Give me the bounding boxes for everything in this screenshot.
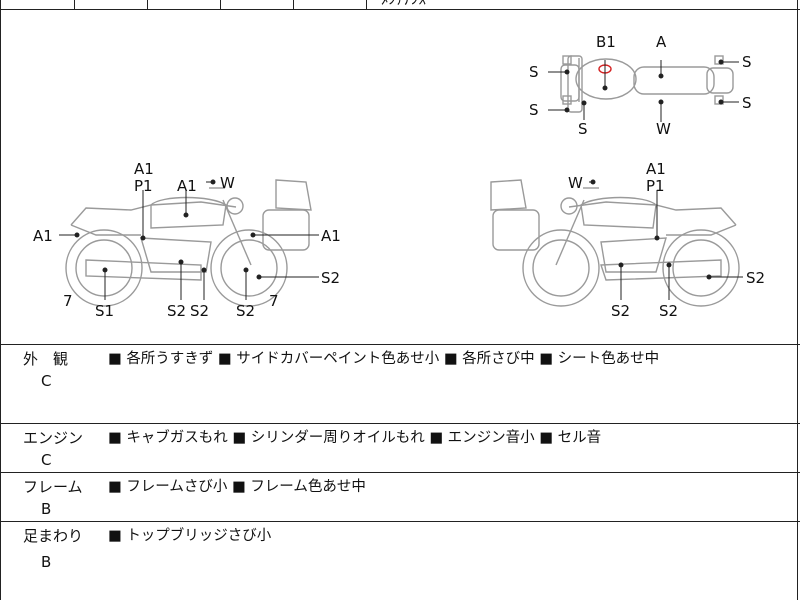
header-cell	[147, 0, 221, 9]
condition-item: シート色あせ中	[557, 351, 660, 367]
condition-item: キャブガスもれ	[126, 430, 228, 446]
motorcycle-left-view	[65, 179, 312, 307]
category-label: フレーム	[23, 478, 83, 496]
label-s2: S2	[236, 302, 255, 320]
condition-item: シリンダー周りオイルもれ	[250, 430, 425, 446]
label-s2: S2	[190, 302, 209, 320]
bullet: ■	[232, 430, 247, 446]
label-a: A	[656, 33, 667, 51]
grade-value: B	[41, 553, 52, 571]
grade-value: C	[41, 372, 52, 390]
label-s: S	[529, 63, 539, 81]
header-partial-text: ﾒﾝﾃﾅﾝｽ	[381, 0, 426, 8]
condition-item: トップブリッジさび小	[126, 528, 272, 544]
category-label: 外 観	[23, 350, 69, 368]
bullet: ■	[539, 351, 553, 367]
condition-item: エンジン音小	[447, 430, 535, 446]
condition-items: ■ フレームさび小 ■ フレーム色あせ中	[108, 477, 366, 497]
bullet: ■	[443, 351, 458, 367]
motorcycle-top-view	[560, 55, 734, 113]
condition-items: ■ 各所うすきず ■ サイドカバーペイント色あせ小 ■ 各所さび中 ■ シート色…	[108, 349, 659, 369]
category-label: 足まわり	[23, 527, 84, 545]
label-b1: B1	[596, 33, 616, 51]
label-s1: S1	[95, 302, 114, 320]
category-label: エンジン	[23, 429, 84, 447]
label-s2: S2	[746, 269, 765, 287]
label-s: S	[578, 120, 588, 138]
condition-row-engine: エンジン C ■ キャブガスもれ ■ シリンダー周りオイルもれ ■ エンジン音小…	[1, 423, 800, 473]
condition-item: セル音	[557, 430, 602, 446]
bullet: ■	[108, 479, 122, 495]
bullet: ■	[108, 351, 122, 367]
condition-item: 各所うすきず	[126, 351, 214, 367]
label-s2: S2	[321, 269, 340, 287]
label-w: W	[656, 120, 671, 138]
label-s: S	[742, 53, 752, 71]
label-s: S	[742, 94, 752, 112]
condition-item: フレームさび小	[126, 479, 228, 495]
damage-diagram: B1 A S S S W S S A1 P1 A1 W A1 A1 S2 7 7…	[1, 10, 800, 344]
header-cell	[220, 0, 294, 9]
label-s2: S2	[611, 302, 630, 320]
label-w: W	[220, 174, 235, 192]
bullet: ■	[429, 430, 444, 446]
label-7: 7	[63, 292, 73, 310]
bullet: ■	[108, 430, 122, 446]
label-a1: A1	[177, 177, 197, 195]
label-p1: P1	[646, 177, 665, 195]
header-cell	[74, 0, 148, 9]
label-w: W	[568, 174, 583, 192]
label-a1: A1	[134, 160, 154, 178]
grade-value: C	[41, 451, 52, 469]
motorcycle-right-view	[490, 179, 740, 307]
bullet: ■	[108, 528, 122, 544]
bullet: ■	[232, 479, 246, 495]
condition-item: フレーム色あせ中	[250, 479, 366, 495]
header-cell	[1, 0, 75, 9]
label-a1: A1	[33, 227, 53, 245]
header-cell	[293, 0, 367, 9]
label-a1: A1	[321, 227, 341, 245]
bullet: ■	[539, 430, 553, 446]
condition-items: ■ トップブリッジさび小	[108, 526, 271, 546]
label-s: S	[529, 101, 539, 119]
header-row: ﾒﾝﾃﾅﾝｽ	[1, 0, 800, 10]
condition-item: サイドカバーペイント色あせ小	[236, 351, 440, 367]
condition-row-frame: フレーム B ■ フレームさび小 ■ フレーム色あせ中	[1, 472, 800, 522]
condition-items: ■ キャブガスもれ ■ シリンダー周りオイルもれ ■ エンジン音小 ■ セル音	[108, 428, 601, 448]
condition-row-suspension: 足まわり B ■ トップブリッジさび小	[1, 521, 800, 601]
label-s2: S2	[167, 302, 186, 320]
condition-item: 各所さび中	[462, 351, 535, 367]
condition-row-exterior: 外 観 C ■ 各所うすきず ■ サイドカバーペイント色あせ小 ■ 各所さび中 …	[1, 344, 800, 424]
label-7: 7	[269, 292, 279, 310]
label-p1: P1	[134, 177, 153, 195]
label-a1: A1	[646, 160, 666, 178]
label-s2: S2	[659, 302, 678, 320]
bullet: ■	[217, 351, 232, 367]
grade-value: B	[41, 500, 52, 518]
